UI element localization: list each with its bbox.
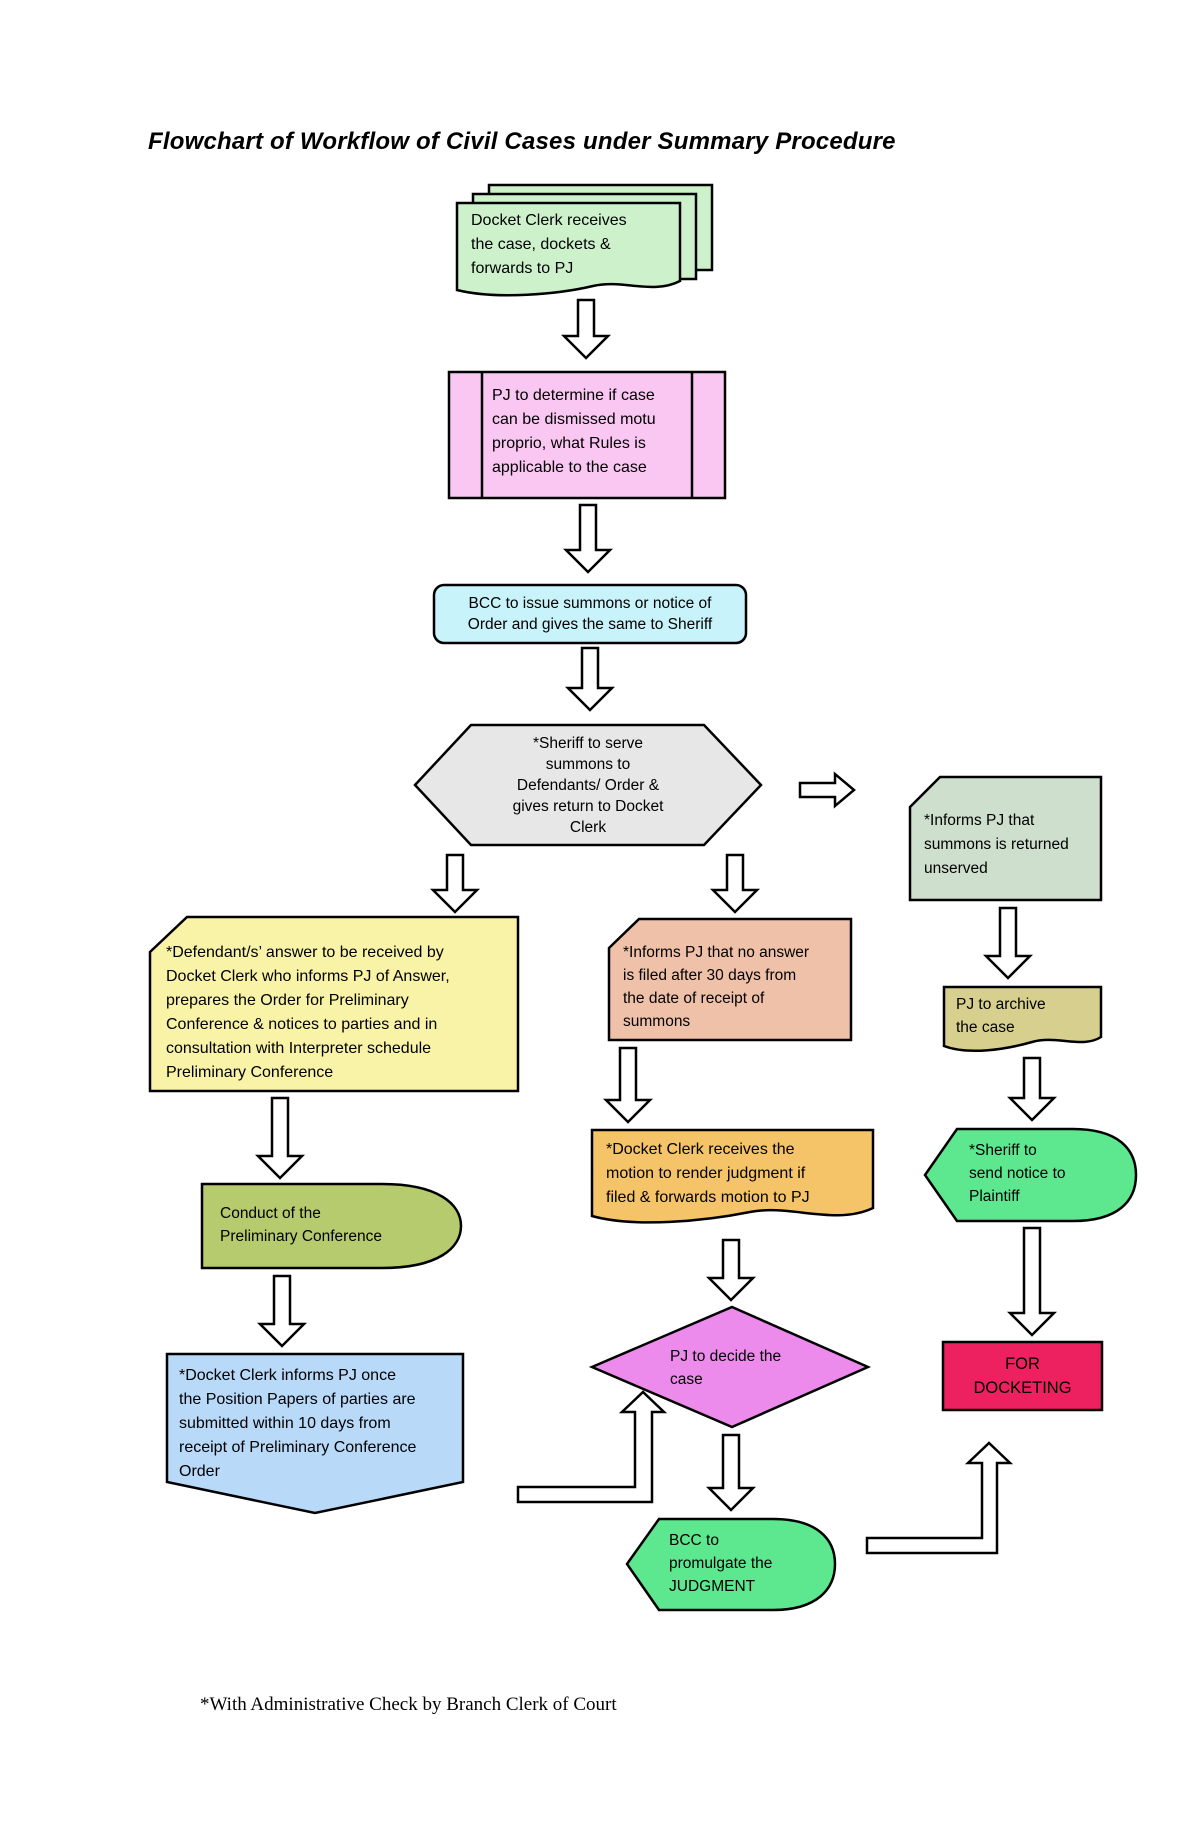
node-label: BCC to promulgate the JUDGMENT [669, 1532, 773, 1595]
rounded-rectangle-shape [432, 583, 748, 645]
node-for-docketing: FOR DOCKETING [941, 1340, 1104, 1412]
down-arrow [564, 646, 616, 712]
down-arrow [602, 1046, 654, 1124]
page-title: Flowchart of Workflow of Civil Cases und… [148, 128, 896, 155]
banner-down-shape [165, 1352, 465, 1515]
node-informs-no-answer: *Informs PJ that no answer is filed afte… [607, 917, 853, 1042]
node-label: BCC to issue summons or notice of Order … [467, 595, 713, 633]
down-arrow [705, 1433, 757, 1512]
down-arrow [429, 853, 481, 914]
node-sheriff-serve-summons: *Sheriff to serve summons to Defendants/… [413, 723, 763, 847]
node-docket-clerk-receives: Docket Clerk receives the case, dockets … [455, 183, 717, 303]
node-label: Conduct of the Preliminary Conference [220, 1205, 382, 1245]
hexagon-shape [413, 723, 763, 847]
elbow-arrow-up [860, 1435, 1020, 1560]
node-pj-decide: PJ to decide the case [588, 1305, 872, 1429]
node-pj-determine: PJ to determine if case can be dismissed… [447, 370, 727, 500]
node-label: *Informs PJ that no answer is filed afte… [623, 944, 810, 1030]
node-label: PJ to determine if case can be dismissed… [492, 387, 656, 476]
document-shape [942, 985, 1103, 1053]
card-shape [908, 775, 1103, 902]
card-shape [148, 915, 520, 1093]
rectangle-shape [941, 1340, 1104, 1412]
node-label: *Informs PJ that summons is returned uns… [924, 812, 1069, 877]
predefined-process-shape [447, 370, 727, 500]
delay-shape [200, 1182, 463, 1270]
diamond-shape [588, 1305, 872, 1429]
footnote: *With Administrative Check by Branch Cle… [200, 1694, 617, 1715]
node-label: *Docket Clerk informs PJ once the Positi… [179, 1367, 417, 1480]
tag-shape [923, 1127, 1138, 1223]
node-defendants-answer: *Defendant/s’ answer to be received by D… [148, 915, 520, 1093]
down-arrow [982, 906, 1034, 980]
node-informs-unserved: *Informs PJ that summons is returned uns… [908, 775, 1103, 902]
right-arrow [798, 771, 856, 809]
node-pj-archive: PJ to archive the case [942, 985, 1103, 1057]
node-label: *Defendant/s’ answer to be received by D… [166, 944, 450, 1081]
node-sheriff-send-notice: *Sheriff to send notice to Plaintiff [923, 1127, 1138, 1223]
down-arrow [254, 1096, 306, 1180]
document-shape [590, 1128, 875, 1224]
down-arrow [705, 1238, 757, 1302]
down-arrow [562, 503, 614, 574]
node-label: FOR DOCKETING [973, 1355, 1072, 1397]
down-arrow [1006, 1226, 1058, 1337]
down-arrow [256, 1274, 308, 1348]
node-label: PJ to decide the case [670, 1348, 782, 1388]
node-bcc-promulgate-judgment: BCC to promulgate the JUDGMENT [625, 1517, 837, 1612]
card-shape [607, 917, 853, 1042]
node-docket-informs-position-papers: *Docket Clerk informs PJ once the Positi… [165, 1352, 465, 1515]
node-conduct-conference: Conduct of the Preliminary Conference [200, 1182, 463, 1270]
elbow-arrow-up [510, 1385, 670, 1510]
node-label: *Sheriff to send notice to Plaintiff [969, 1142, 1066, 1205]
down-arrow [1006, 1056, 1058, 1122]
tag-shape [625, 1517, 837, 1612]
multi-document-shape [455, 183, 714, 297]
node-label: PJ to archive the case [956, 996, 1046, 1036]
down-arrow [709, 853, 761, 914]
node-bcc-issue-summons: BCC to issue summons or notice of Order … [432, 583, 748, 645]
node-docket-clerk-motion: *Docket Clerk receives the motion to ren… [590, 1128, 875, 1238]
node-label: *Sheriff to serve summons to Defendants/… [512, 734, 664, 836]
node-label: *Docket Clerk receives the motion to ren… [606, 1141, 810, 1206]
node-label: Docket Clerk receives the case, dockets … [471, 212, 627, 277]
down-arrow [560, 298, 612, 360]
